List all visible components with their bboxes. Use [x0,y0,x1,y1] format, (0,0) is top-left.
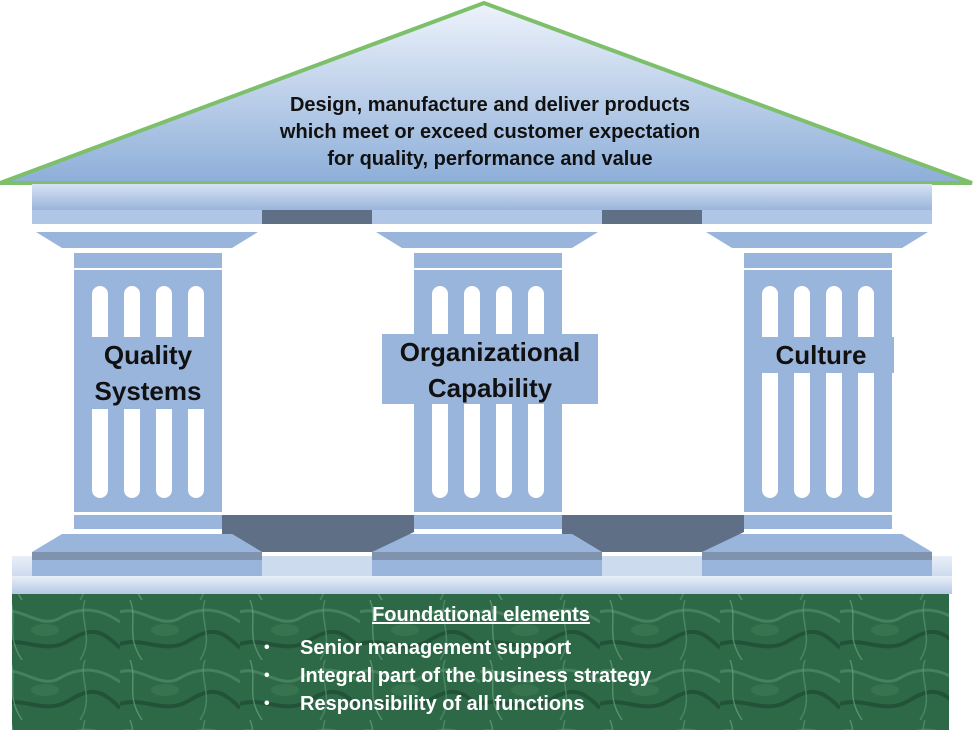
pillar-culture [702,232,932,552]
pillar-label-line: Capability [427,373,553,403]
pillar-label-line: Organizational [399,337,581,367]
foundation-item: Responsibility of all functions [264,690,651,718]
pillar-label-culture: Culture [748,337,894,373]
pillar-label-line: Culture [775,340,867,370]
base-shadows [222,515,744,552]
pillar-label-organizational-capability: Organizational Capability [382,334,598,404]
roof-line: which meet or exceed customer expectatio… [279,121,701,143]
pillar-label-line: Systems [94,376,202,406]
foundation-panel: Foundational elements Senior management … [14,596,948,728]
foundation-item: Integral part of the business strategy [264,662,651,690]
entablature [32,184,932,224]
pillar-label-quality-systems: Quality Systems [78,337,218,409]
base-plinth [12,552,952,594]
roof [0,0,973,185]
roof-line: for quality, performance and value [327,148,653,170]
foundation-list: Senior management support Integral part … [264,634,651,718]
foundation-item: Senior management support [264,634,651,662]
pillar-label-line: Quality [103,340,193,370]
roof-statement: Design, manufacture and deliver products… [180,92,800,173]
foundation-title: Foundational elements [372,604,590,626]
roof-line: Design, manufacture and deliver products [289,94,691,116]
